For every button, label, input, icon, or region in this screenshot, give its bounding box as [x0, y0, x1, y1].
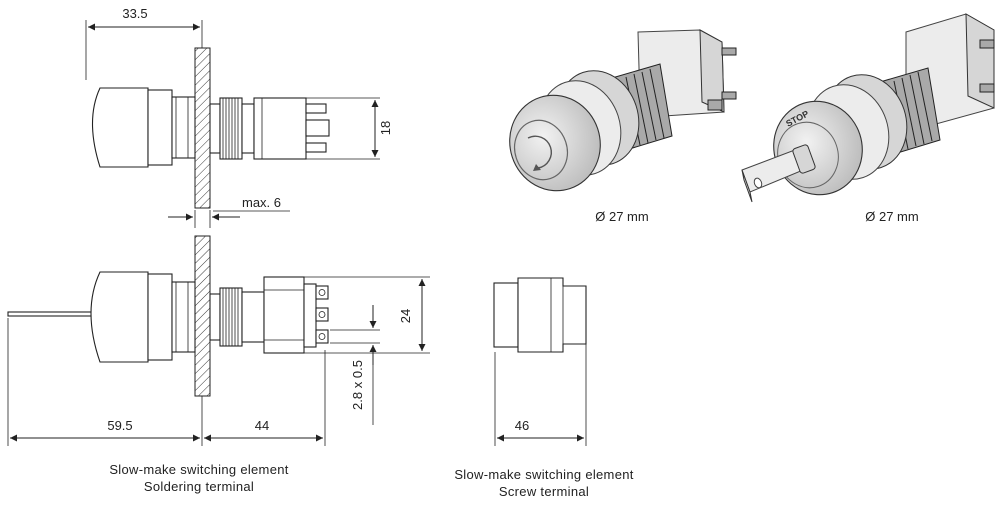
- pushbutton-diameter-label: Ø 27 mm: [595, 209, 648, 224]
- soldering-front-label: 59.5: [107, 418, 132, 433]
- panel-max-label: max. 6: [242, 195, 281, 210]
- mounting-panel: [194, 47, 211, 209]
- screw-switch-body: [517, 277, 587, 353]
- turn-release-arrow-icon: [527, 135, 553, 169]
- screw-length-label: 46: [515, 418, 529, 433]
- soldering-caption-line1: Slow-make switching element: [109, 462, 288, 477]
- solder-pins: [315, 285, 329, 344]
- soldering-side-view: 24 2.8 x 0.5 59.5 44: [7, 235, 430, 446]
- mounting-panel-lower: [194, 235, 211, 397]
- cap-ring: [147, 89, 173, 166]
- mushroom-cap-photo: [509, 94, 601, 192]
- bezel: [171, 96, 196, 159]
- screw-terminal-view: 46: [493, 277, 587, 446]
- screw-caption-line2: Screw terminal: [499, 484, 589, 499]
- panel-thickness-dimension: max. 6: [168, 195, 290, 228]
- keyswitch-product-image: STOP: [741, 13, 995, 203]
- screw-caption-line1: Slow-make switching element: [454, 467, 633, 482]
- pushbutton-product-image: [509, 29, 737, 192]
- mushroom-cap: [91, 87, 149, 168]
- switch-body: [253, 97, 307, 160]
- top-side-view: 33.5 18: [85, 6, 393, 209]
- soldering-caption-line2: Soldering terminal: [144, 479, 254, 494]
- soldering-height-label: 24: [398, 309, 413, 323]
- pin-size-label: 2.8 x 0.5: [350, 360, 365, 410]
- keyswitch-diameter-label: Ø 27 mm: [865, 209, 918, 224]
- top-depth-label: 33.5: [122, 6, 147, 21]
- soldering-rear-label: 44: [255, 418, 269, 433]
- actuator-rod: [7, 311, 93, 317]
- top-height-label: 18: [378, 121, 393, 135]
- soldering-switch-body: [263, 276, 305, 354]
- screw-front-block: [493, 282, 519, 348]
